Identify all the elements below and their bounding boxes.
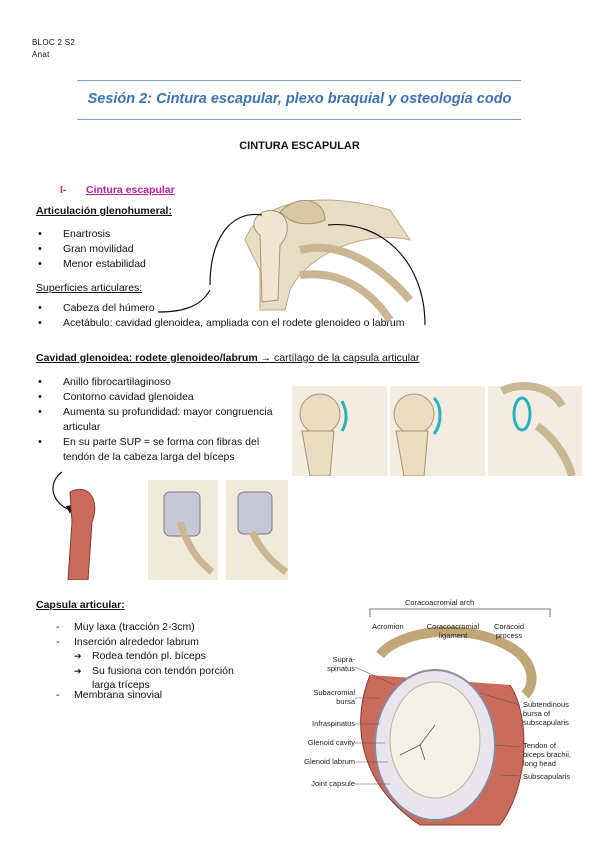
section-number: I- bbox=[60, 184, 67, 196]
figure-label-capsule: Joint capsule bbox=[311, 779, 355, 788]
header-subject: Anat bbox=[32, 50, 50, 59]
page-title: Sesión 2: Cintura escapular, plexo braqu… bbox=[87, 91, 512, 107]
cavidad-heading: Cavidad glenoidea: rodete glenoideo/labr… bbox=[36, 352, 419, 364]
title-rule-top bbox=[77, 80, 521, 81]
title-rule-bottom bbox=[77, 119, 521, 120]
list-item: Aumenta su profundidad: mayor congruenci… bbox=[38, 405, 288, 435]
figure-label-arch: Coracoacromial arch bbox=[405, 598, 475, 607]
section-heading: I- Cintura escapular bbox=[60, 184, 175, 196]
list-item: Acetábulo: cavidad glenoidea, ampliada c… bbox=[38, 316, 458, 331]
figure-label-subacromial: Subacromial bursa bbox=[313, 688, 355, 706]
figure-label-infraspinatus: Infraspinatus bbox=[312, 719, 355, 728]
list-item: Membrana sinovial bbox=[56, 688, 276, 703]
surfaces-list: Cabeza del húmero Acetábulo: cavidad gle… bbox=[38, 301, 458, 331]
list-item: Anillo fibrocartilaginoso bbox=[38, 375, 288, 390]
figure-label-labrum: Glenoid labrum bbox=[304, 757, 355, 766]
figure-label-supraspinatus: Supra- spinatus bbox=[327, 655, 355, 673]
figure-label-ligament: Coracoacromial ligament bbox=[426, 622, 480, 640]
list-item: Enartrosis bbox=[38, 227, 238, 242]
list-item: Gran movilidad bbox=[38, 242, 238, 257]
cavidad-list: Anillo fibrocartilaginoso Contorno cavid… bbox=[38, 375, 288, 465]
figure-label-coracoid: Coracoid process bbox=[494, 622, 525, 640]
glenoid-views-illustration bbox=[292, 382, 582, 476]
list-item: Cabeza del húmero bbox=[38, 301, 458, 316]
list-item: Muy laxa (tracción 2-3cm) bbox=[56, 620, 276, 635]
cavidad-heading-label: Cavidad glenoidea: rodete glenoideo/labr… bbox=[36, 352, 258, 364]
shoulder-joint-illustration bbox=[157, 199, 426, 326]
list-item: Menor estabilidad bbox=[38, 257, 238, 272]
list-item: Contorno cavidad glenoidea bbox=[38, 390, 288, 405]
list-item: Inserción alrededor labrum bbox=[56, 635, 276, 650]
biceps-tendon-illustration bbox=[52, 471, 288, 580]
capsula-sublist: Rodea tendón pl. bíceps Su fusiona con t… bbox=[74, 649, 254, 693]
figure-label-subtendinous: Subtendinous bursa of subscapularis bbox=[523, 700, 569, 727]
surfaces-heading: Superficies articulares: bbox=[36, 282, 143, 294]
glenoid-anatomy-figure bbox=[354, 608, 551, 826]
list-item: Rodea tendón pl. bíceps bbox=[74, 649, 254, 664]
figure-label-subscapularis: Subscapularis bbox=[523, 772, 571, 781]
capsula-heading: Capsula articular: bbox=[36, 599, 125, 611]
cavidad-heading-tail: → cartílago de la capsula articular bbox=[257, 352, 420, 364]
capsula-list-2: Membrana sinovial bbox=[56, 688, 276, 703]
glenohumeral-list: Enartrosis Gran movilidad Menor estabili… bbox=[38, 227, 238, 272]
figure-label-cavity: Glenoid cavity bbox=[307, 738, 355, 747]
glenohumeral-heading: Articulación glenohumeral: bbox=[36, 205, 172, 217]
figure-label-tendon: Tendon of biceps brachii, long head bbox=[523, 741, 571, 768]
capsula-list: Muy laxa (tracción 2-3cm) Inserción alre… bbox=[56, 620, 276, 649]
main-heading: CINTURA ESCAPULAR bbox=[239, 140, 360, 152]
list-item: En su parte SUP = se forma con fibras de… bbox=[38, 435, 288, 465]
section-label: Cintura escapular bbox=[86, 184, 175, 196]
figure-label-acromion: Acromion bbox=[372, 622, 404, 631]
header-course: BLOC 2 S2 bbox=[32, 38, 76, 47]
